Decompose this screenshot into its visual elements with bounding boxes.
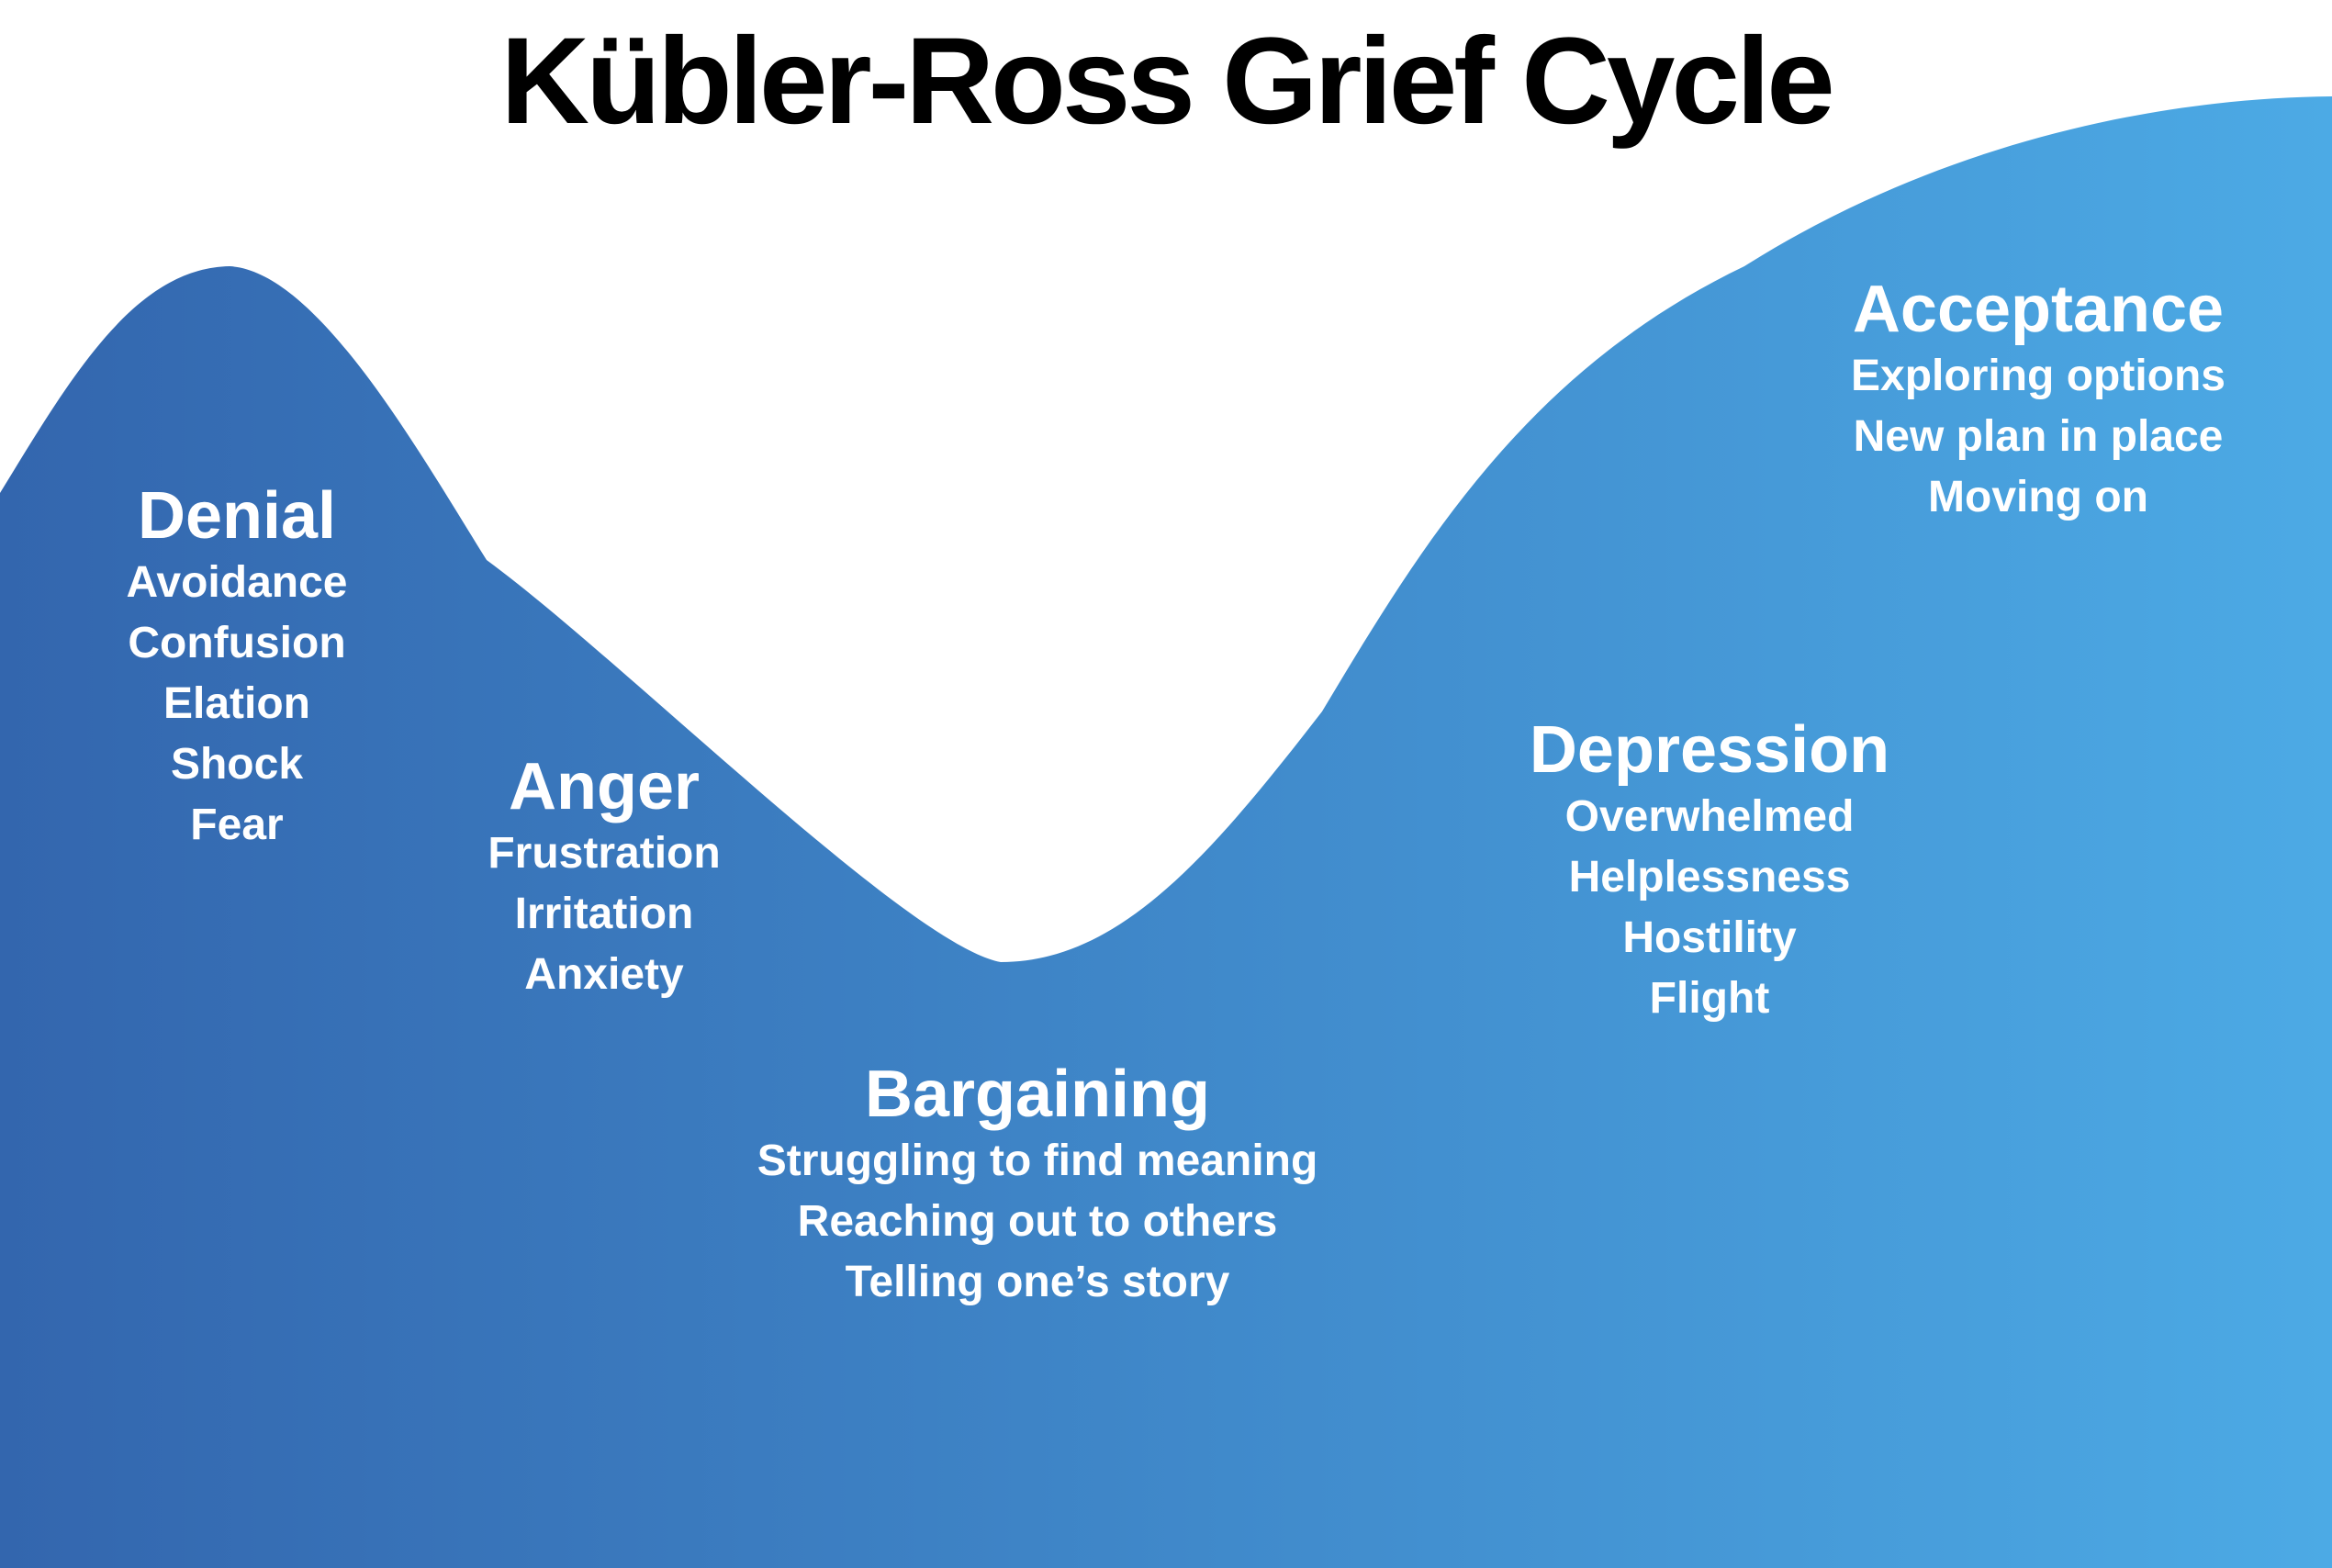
stage-item: Struggling to find meaning (757, 1137, 1318, 1185)
stage-item: Moving on (1928, 473, 2148, 521)
stage-item: Anxiety (524, 950, 684, 999)
stage-item: Exploring options (1851, 352, 2225, 400)
stage-block-acceptance: Acceptance Exploring options New plan in… (1851, 273, 2225, 528)
stage-item: Irritation (514, 890, 694, 938)
stage-item: Telling one’s story (845, 1258, 1230, 1306)
stage-item: Avoidance (126, 558, 348, 607)
stage-item: Frustration (488, 829, 721, 878)
grief-curve-path (0, 96, 2332, 1568)
stage-block-bargaining: Bargaining Struggling to find meaning Re… (757, 1058, 1318, 1313)
stage-item: Overwhelmed (1564, 792, 1855, 841)
stage-heading-anger: Anger (508, 750, 701, 823)
stage-item: Reaching out to others (797, 1197, 1278, 1246)
stage-item: Helplessness (1568, 853, 1851, 902)
stage-item: Shock (170, 740, 304, 789)
stage-item: Confusion (128, 619, 346, 667)
stage-heading-denial: Denial (137, 479, 337, 553)
stage-item: Hostility (1622, 913, 1797, 962)
stage-item: New plan in place (1853, 412, 2224, 461)
stage-block-depression: Depression Overwhelmed Helplessness Host… (1530, 713, 1889, 1029)
stage-item: Fear (190, 801, 284, 849)
stage-heading-depression: Depression (1529, 713, 1890, 787)
stage-item: Flight (1649, 974, 1770, 1023)
stage-item: Elation (163, 679, 310, 728)
stage-block-anger: Anger Frustration Irritation Anxiety (488, 750, 720, 1005)
stage-heading-acceptance: Acceptance (1852, 273, 2225, 346)
stage-block-denial: Denial Avoidance Confusion Elation Shock… (127, 479, 348, 856)
stage-heading-bargaining: Bargaining (864, 1058, 1211, 1131)
page-title: Kübler-Ross Grief Cycle (500, 13, 1834, 150)
